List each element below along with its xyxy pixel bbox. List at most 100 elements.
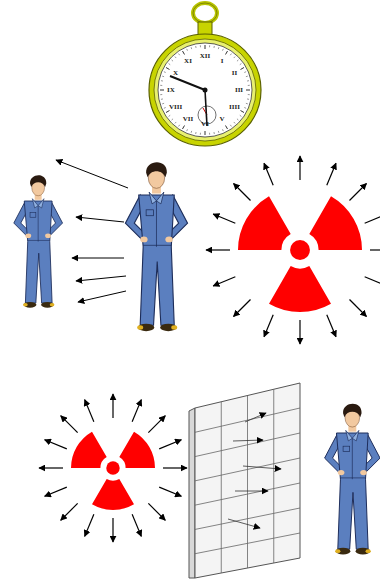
trefoil-core bbox=[106, 461, 119, 474]
radiation-ray bbox=[39, 467, 63, 468]
dial-tick bbox=[222, 49, 224, 51]
trefoil-blade bbox=[238, 196, 291, 250]
dial-tick bbox=[247, 80, 249, 81]
wall-grid-line bbox=[195, 433, 300, 457]
radiation-ray bbox=[112, 518, 113, 542]
dial-tick bbox=[213, 46, 214, 48]
radiation-ray bbox=[132, 400, 141, 422]
radiation-ray bbox=[132, 514, 141, 536]
wall-grid-line bbox=[273, 389, 274, 563]
shield-wall bbox=[189, 383, 300, 578]
dial-numeral: III bbox=[235, 87, 243, 94]
stopwatch-part bbox=[158, 43, 252, 137]
radiation-ray bbox=[61, 503, 78, 520]
stopwatch-part bbox=[170, 76, 205, 90]
distance-arrow bbox=[56, 160, 128, 302]
radiation-ray bbox=[148, 503, 165, 520]
radiation-trefoil bbox=[39, 394, 187, 542]
dial-tick bbox=[222, 129, 224, 131]
dial-tick bbox=[161, 80, 163, 81]
radiation-ray bbox=[299, 320, 300, 344]
dial-tick bbox=[191, 131, 193, 133]
dial-tick bbox=[186, 129, 188, 131]
wall-grid-line bbox=[195, 533, 300, 554]
dial-tick bbox=[226, 51, 228, 54]
penetrating-ray-part bbox=[233, 440, 263, 441]
dial-tick bbox=[183, 126, 185, 129]
dial-tick bbox=[230, 125, 231, 127]
radiation-ray bbox=[213, 277, 235, 286]
shield-wall-part bbox=[189, 408, 195, 578]
dial-tick bbox=[237, 119, 238, 120]
stopwatch-part bbox=[193, 3, 217, 23]
dial-tick bbox=[218, 131, 220, 133]
radiation-ray bbox=[213, 214, 235, 223]
dial-tick bbox=[246, 76, 248, 78]
dial-tick bbox=[172, 60, 173, 61]
dial-numeral: I bbox=[221, 57, 224, 64]
dial-tick bbox=[244, 107, 246, 109]
dial-tick bbox=[234, 122, 235, 123]
dial-tick bbox=[183, 51, 185, 54]
distance-arrow-part bbox=[56, 160, 128, 188]
dial-numeral: II bbox=[232, 70, 237, 77]
dial-tick bbox=[237, 60, 238, 61]
radiation-ray bbox=[327, 163, 336, 185]
trefoil-blade bbox=[92, 479, 134, 510]
stopwatch-part bbox=[203, 88, 208, 93]
radiation-ray bbox=[234, 299, 251, 316]
penetrating-ray-part bbox=[243, 466, 281, 469]
dial-tick bbox=[234, 57, 235, 58]
shield-wall-part bbox=[195, 383, 300, 578]
dial-tick bbox=[162, 103, 164, 105]
stopwatch-part bbox=[149, 34, 261, 146]
radiation-ray bbox=[85, 400, 94, 422]
penetrating-ray bbox=[228, 413, 281, 528]
wall-grid-line bbox=[195, 508, 300, 529]
dial-tick bbox=[241, 68, 244, 70]
dial-numeral: VI bbox=[201, 121, 209, 128]
dial-tick bbox=[209, 45, 210, 47]
dial-tick bbox=[226, 126, 228, 129]
penetrating-ray-part bbox=[228, 519, 260, 528]
wall-grid-line bbox=[195, 408, 300, 432]
dial-tick bbox=[179, 54, 180, 56]
radiation-ray bbox=[349, 299, 366, 316]
wall-grid-line bbox=[195, 483, 300, 505]
stopwatch-part bbox=[205, 90, 207, 126]
dial-numeral: XII bbox=[200, 53, 211, 60]
dial-tick bbox=[246, 103, 248, 105]
dial-tick bbox=[162, 76, 164, 78]
distance-arrow-part bbox=[76, 217, 124, 222]
stopwatch-part bbox=[154, 39, 256, 141]
dial-numeral: X bbox=[173, 70, 178, 77]
radiation-ray bbox=[370, 249, 380, 250]
radiation-ray bbox=[85, 514, 94, 536]
dial-tick bbox=[172, 119, 173, 120]
dial-tick bbox=[160, 94, 162, 95]
stopwatch-part bbox=[160, 45, 250, 135]
dial-tick bbox=[205, 45, 206, 49]
trefoil-gap bbox=[285, 235, 315, 265]
dial-tick bbox=[166, 111, 169, 113]
dial-numeral: IX bbox=[167, 87, 175, 94]
trefoil-gap bbox=[103, 458, 123, 478]
dial-tick bbox=[213, 132, 214, 134]
dial-tick bbox=[218, 47, 220, 49]
dial-tick bbox=[161, 98, 163, 99]
stopwatch bbox=[149, 3, 261, 146]
radiation-ray bbox=[61, 416, 78, 433]
dial-tick bbox=[241, 111, 244, 113]
dial-tick bbox=[166, 68, 169, 70]
wall-grid-line bbox=[195, 458, 300, 481]
radiation-ray bbox=[349, 184, 366, 201]
radiation-ray bbox=[327, 315, 336, 337]
dial-numeral: V bbox=[219, 116, 224, 123]
radiation-ray bbox=[148, 416, 165, 433]
radiation-ray bbox=[299, 156, 300, 180]
radiation-ray bbox=[264, 163, 273, 185]
dial-tick bbox=[186, 49, 188, 51]
dial-tick bbox=[240, 115, 242, 116]
